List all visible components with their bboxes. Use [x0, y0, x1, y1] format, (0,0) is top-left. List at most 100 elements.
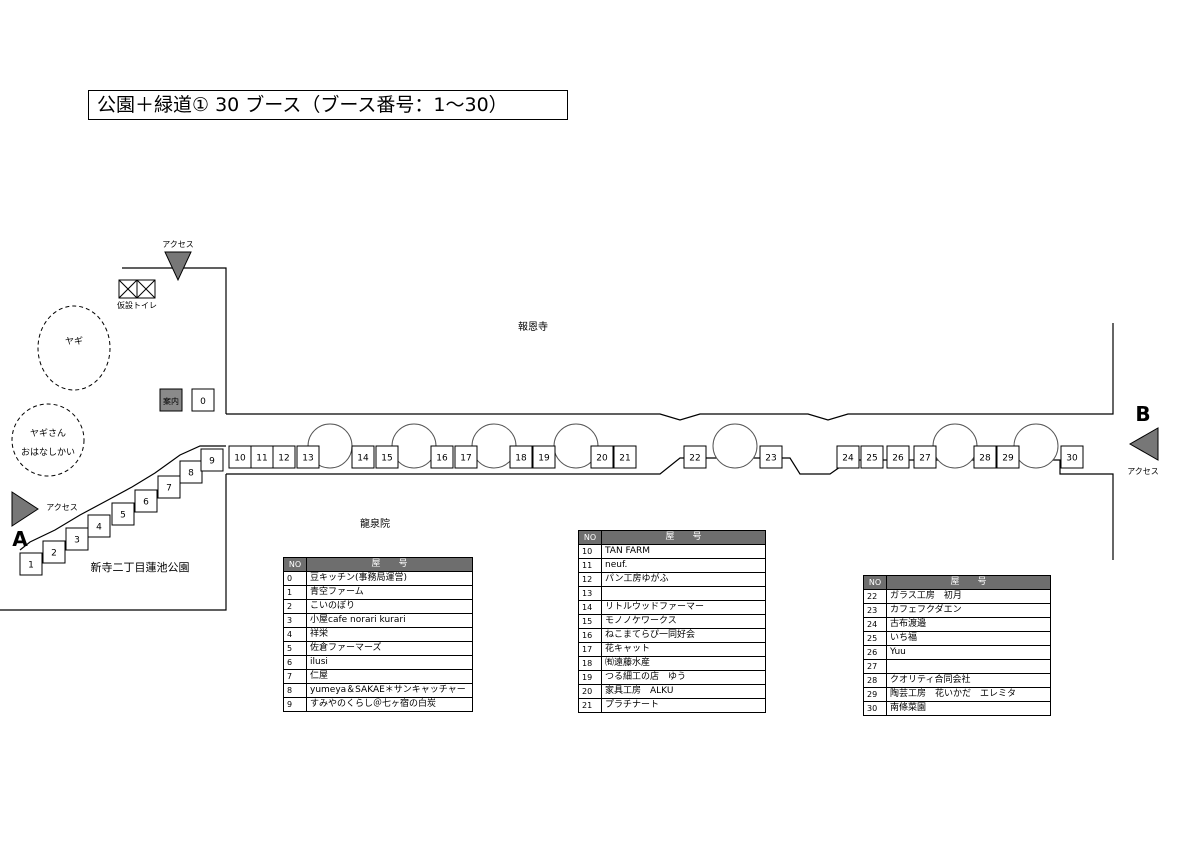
row-no: 27	[863, 659, 887, 674]
booth-2	[42, 540, 66, 564]
row-name: Yuu	[886, 645, 1051, 660]
row-no: 9	[283, 697, 307, 712]
booth-20-label: 20	[596, 454, 608, 464]
temple-south-label: 龍泉院	[360, 517, 390, 530]
tree-icon	[932, 423, 978, 469]
header-no: NO	[863, 575, 887, 590]
booth-26	[886, 445, 910, 469]
goat-area	[37, 305, 111, 391]
goat-talk-label-2: おはなしかい	[21, 447, 75, 458]
row-name: 花キャット	[601, 642, 766, 657]
row-no: 12	[578, 572, 602, 587]
booth-15	[375, 445, 399, 469]
row-no: 7	[283, 669, 307, 684]
booth-3	[65, 527, 89, 551]
booth-7-label: 7	[166, 484, 172, 494]
row-no: 8	[283, 683, 307, 698]
row-name: モノノケワークス	[601, 614, 766, 629]
tree-icon	[712, 423, 758, 469]
booth-20	[590, 445, 614, 469]
booth-0-label: 0	[200, 397, 206, 407]
header-no: NO	[283, 557, 307, 572]
tree-icon	[391, 423, 437, 469]
row-name: 祥栄	[306, 627, 473, 642]
booth-18	[509, 445, 533, 469]
booth-8-label: 8	[188, 469, 194, 479]
row-name: 古布渡邉	[886, 617, 1051, 632]
row-no: 28	[863, 673, 887, 688]
walkway-upper-edge	[226, 323, 1114, 421]
goat-talk-label-1: ヤギさん	[30, 428, 66, 439]
booth-24-label: 24	[842, 454, 854, 464]
booth-30	[1060, 445, 1084, 469]
row-no: 1	[283, 585, 307, 600]
booth-1-label: 1	[28, 561, 34, 571]
walkway-lower-edge	[226, 457, 1114, 560]
booth-6-label: 6	[143, 498, 149, 508]
row-name: 豆キッチン(事務局運営)	[306, 571, 473, 586]
row-no: 4	[283, 627, 307, 642]
park-label: 新寺二丁目蓮池公園	[91, 560, 190, 574]
row-no: 11	[578, 558, 602, 573]
booth-24	[836, 445, 860, 469]
booth-3-label: 3	[74, 536, 80, 546]
row-no: 5	[283, 641, 307, 656]
booth-30-label: 30	[1066, 454, 1078, 464]
row-name: 小屋cafe norari kurari	[306, 613, 473, 628]
booth-29	[996, 445, 1020, 469]
row-name: ガラス工房 初月	[886, 589, 1051, 604]
booth-8	[179, 460, 203, 484]
row-no: 23	[863, 603, 887, 618]
access-left-label: アクセス	[46, 503, 78, 512]
park-boundary-bottom	[0, 474, 227, 611]
row-no: 10	[578, 544, 602, 559]
booth-25	[860, 445, 884, 469]
booth-27	[913, 445, 937, 469]
row-no: 30	[863, 701, 887, 716]
row-no: 18	[578, 656, 602, 671]
access-top-label: アクセス	[162, 240, 194, 249]
row-no: 3	[283, 613, 307, 628]
booth-6	[134, 489, 158, 513]
access-marker-top-icon	[164, 251, 192, 282]
tree-icon	[471, 423, 517, 469]
row-no: 21	[578, 698, 602, 713]
booth-4-label: 4	[96, 523, 102, 533]
booth-27-label: 27	[919, 454, 930, 464]
row-no: 0	[283, 571, 307, 586]
booth-28	[973, 445, 997, 469]
row-no: 26	[863, 645, 887, 660]
booth-22-label: 22	[689, 454, 700, 464]
header-name: 屋 号	[306, 557, 473, 572]
booth-19-label: 19	[538, 454, 550, 464]
row-name: 南條菜園	[886, 701, 1051, 716]
booth-15-label: 15	[381, 454, 392, 464]
booth-22	[683, 445, 707, 469]
row-no: 13	[578, 586, 602, 601]
booth-2-label: 2	[51, 549, 57, 559]
booth-16-label: 16	[436, 454, 448, 464]
row-name: ㈲遠藤水産	[601, 656, 766, 671]
row-name	[601, 586, 766, 601]
booth-13-label: 13	[302, 454, 313, 464]
booth-21	[613, 445, 637, 469]
trees	[307, 423, 1059, 469]
